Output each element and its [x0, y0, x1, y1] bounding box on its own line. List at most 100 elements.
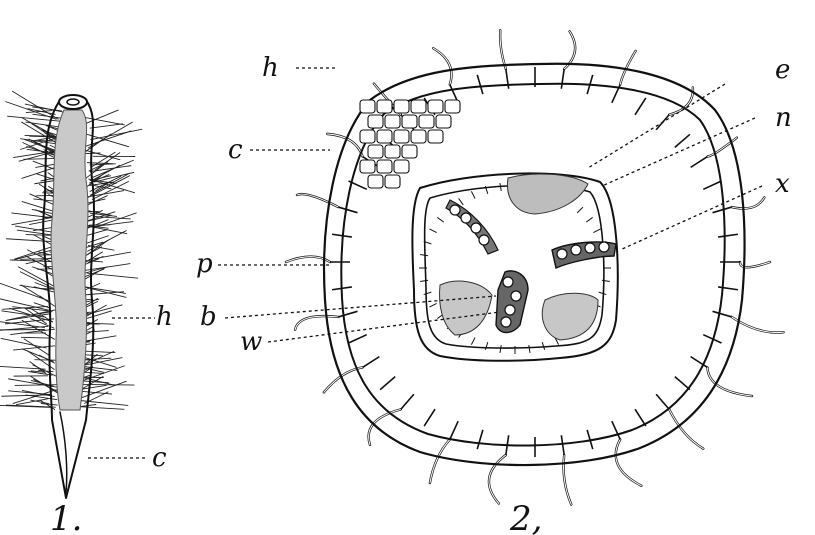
pericycle-wall	[420, 255, 428, 256]
epidermal-hair-lumen	[430, 439, 450, 483]
xylem-vessel	[503, 277, 513, 287]
root-hair	[40, 296, 55, 306]
cortex-cell	[411, 130, 426, 143]
pericycle-wall	[485, 342, 487, 350]
label-2-e: e	[775, 55, 790, 85]
figure-1-number: 1.	[50, 499, 82, 535]
pericycle-wall	[500, 183, 501, 191]
cortex-cell	[394, 130, 409, 143]
root-hair	[85, 110, 119, 124]
cortex-cell	[377, 160, 392, 173]
pericycle-wall	[577, 207, 583, 213]
epidermal-hair	[430, 439, 450, 483]
pericycle-wall	[500, 345, 501, 353]
pericycle-wall	[471, 191, 475, 198]
cortex-cell	[385, 145, 400, 158]
cell-wall	[401, 394, 414, 409]
cell-wall	[338, 207, 357, 213]
cell-wall	[380, 377, 395, 390]
root-hair	[34, 360, 55, 361]
figure-2-cross-section: h c p b w e n x 2,	[196, 30, 792, 535]
pericycle-wall	[542, 342, 544, 350]
pericycle-wall	[429, 303, 436, 307]
label-2-x: x	[775, 169, 790, 199]
xylem-vessel	[479, 235, 489, 245]
cell-wall	[718, 234, 738, 237]
cell-wall	[635, 98, 646, 115]
leader-2-n	[602, 118, 755, 186]
cortex-cell	[436, 115, 451, 128]
xylem-vessel	[501, 317, 511, 327]
root-hair	[90, 129, 142, 140]
root-hair	[8, 391, 51, 395]
label-2-c: c	[228, 135, 243, 165]
pericycle-wall	[599, 292, 607, 294]
root-hair	[90, 164, 116, 165]
pericycle-wall	[420, 280, 428, 281]
pericycle-wall	[459, 198, 464, 204]
xylem-vessel	[585, 243, 595, 253]
root-hair	[74, 406, 125, 409]
root-cut-end	[59, 95, 87, 109]
epidermal-hair-lumen	[295, 316, 338, 330]
tissue-patch-bottom-left	[440, 281, 492, 335]
label-1-c: c	[152, 443, 167, 473]
cortex-cell	[428, 130, 443, 143]
tissue-patch-top	[507, 174, 588, 214]
cortex-cell	[394, 160, 409, 173]
epidermal-hair	[295, 316, 338, 330]
xylem-vessel	[557, 249, 567, 259]
figure-2-number: 2,	[509, 499, 542, 535]
cortex-cell	[445, 100, 460, 113]
cortex-cell	[428, 100, 443, 113]
cell-wall	[713, 311, 732, 317]
epidermal-hair	[433, 48, 451, 84]
pericycle-wall	[593, 229, 600, 233]
xylem-vessel	[571, 245, 581, 255]
pericycle-wall	[437, 217, 443, 222]
root-hair	[33, 379, 59, 392]
pericycle-wall	[429, 229, 436, 233]
cell-wall	[703, 181, 721, 189]
cell-wall	[363, 357, 380, 368]
label-2-w: w	[240, 327, 262, 357]
cell-wall	[675, 134, 690, 147]
cortex-cell	[402, 115, 417, 128]
cortex-cell	[360, 160, 375, 173]
xylem-vessel	[450, 205, 460, 215]
epidermal-hair	[616, 439, 642, 485]
root-hair	[1, 338, 47, 348]
cortex-cell	[368, 145, 383, 158]
root-hair	[18, 267, 56, 287]
leader-2-x	[620, 186, 762, 250]
xylem-vessel	[461, 213, 471, 223]
xylem-vessel	[505, 305, 515, 315]
cortex-cell	[419, 115, 434, 128]
cell-wall	[477, 430, 483, 449]
cortex-cell	[377, 100, 392, 113]
cortex-cell	[385, 115, 400, 128]
root-hair	[39, 355, 55, 363]
cortex-cell	[360, 100, 375, 113]
cell-wall	[713, 207, 732, 213]
pericycle-wall	[424, 292, 432, 294]
epidermal-hair	[297, 194, 338, 207]
cell-wall	[718, 287, 738, 290]
root-hair	[89, 252, 131, 260]
cortex-cells	[360, 100, 460, 188]
root-hair	[87, 273, 138, 278]
cell-wall	[675, 377, 690, 390]
cell-wall	[561, 435, 564, 455]
cortex-cell	[402, 145, 417, 158]
root-hair-zone	[51, 110, 88, 410]
label-2-b: b	[200, 302, 217, 332]
root-hair	[26, 395, 58, 400]
label-1-h: h	[156, 302, 173, 332]
label-2-n: n	[775, 103, 792, 133]
figure-1-root: h c 1.	[0, 91, 173, 535]
root-hair	[88, 122, 133, 148]
root-hair	[90, 124, 123, 128]
pericycle-wall	[586, 217, 592, 222]
epidermal-hair-lumen	[489, 455, 506, 504]
